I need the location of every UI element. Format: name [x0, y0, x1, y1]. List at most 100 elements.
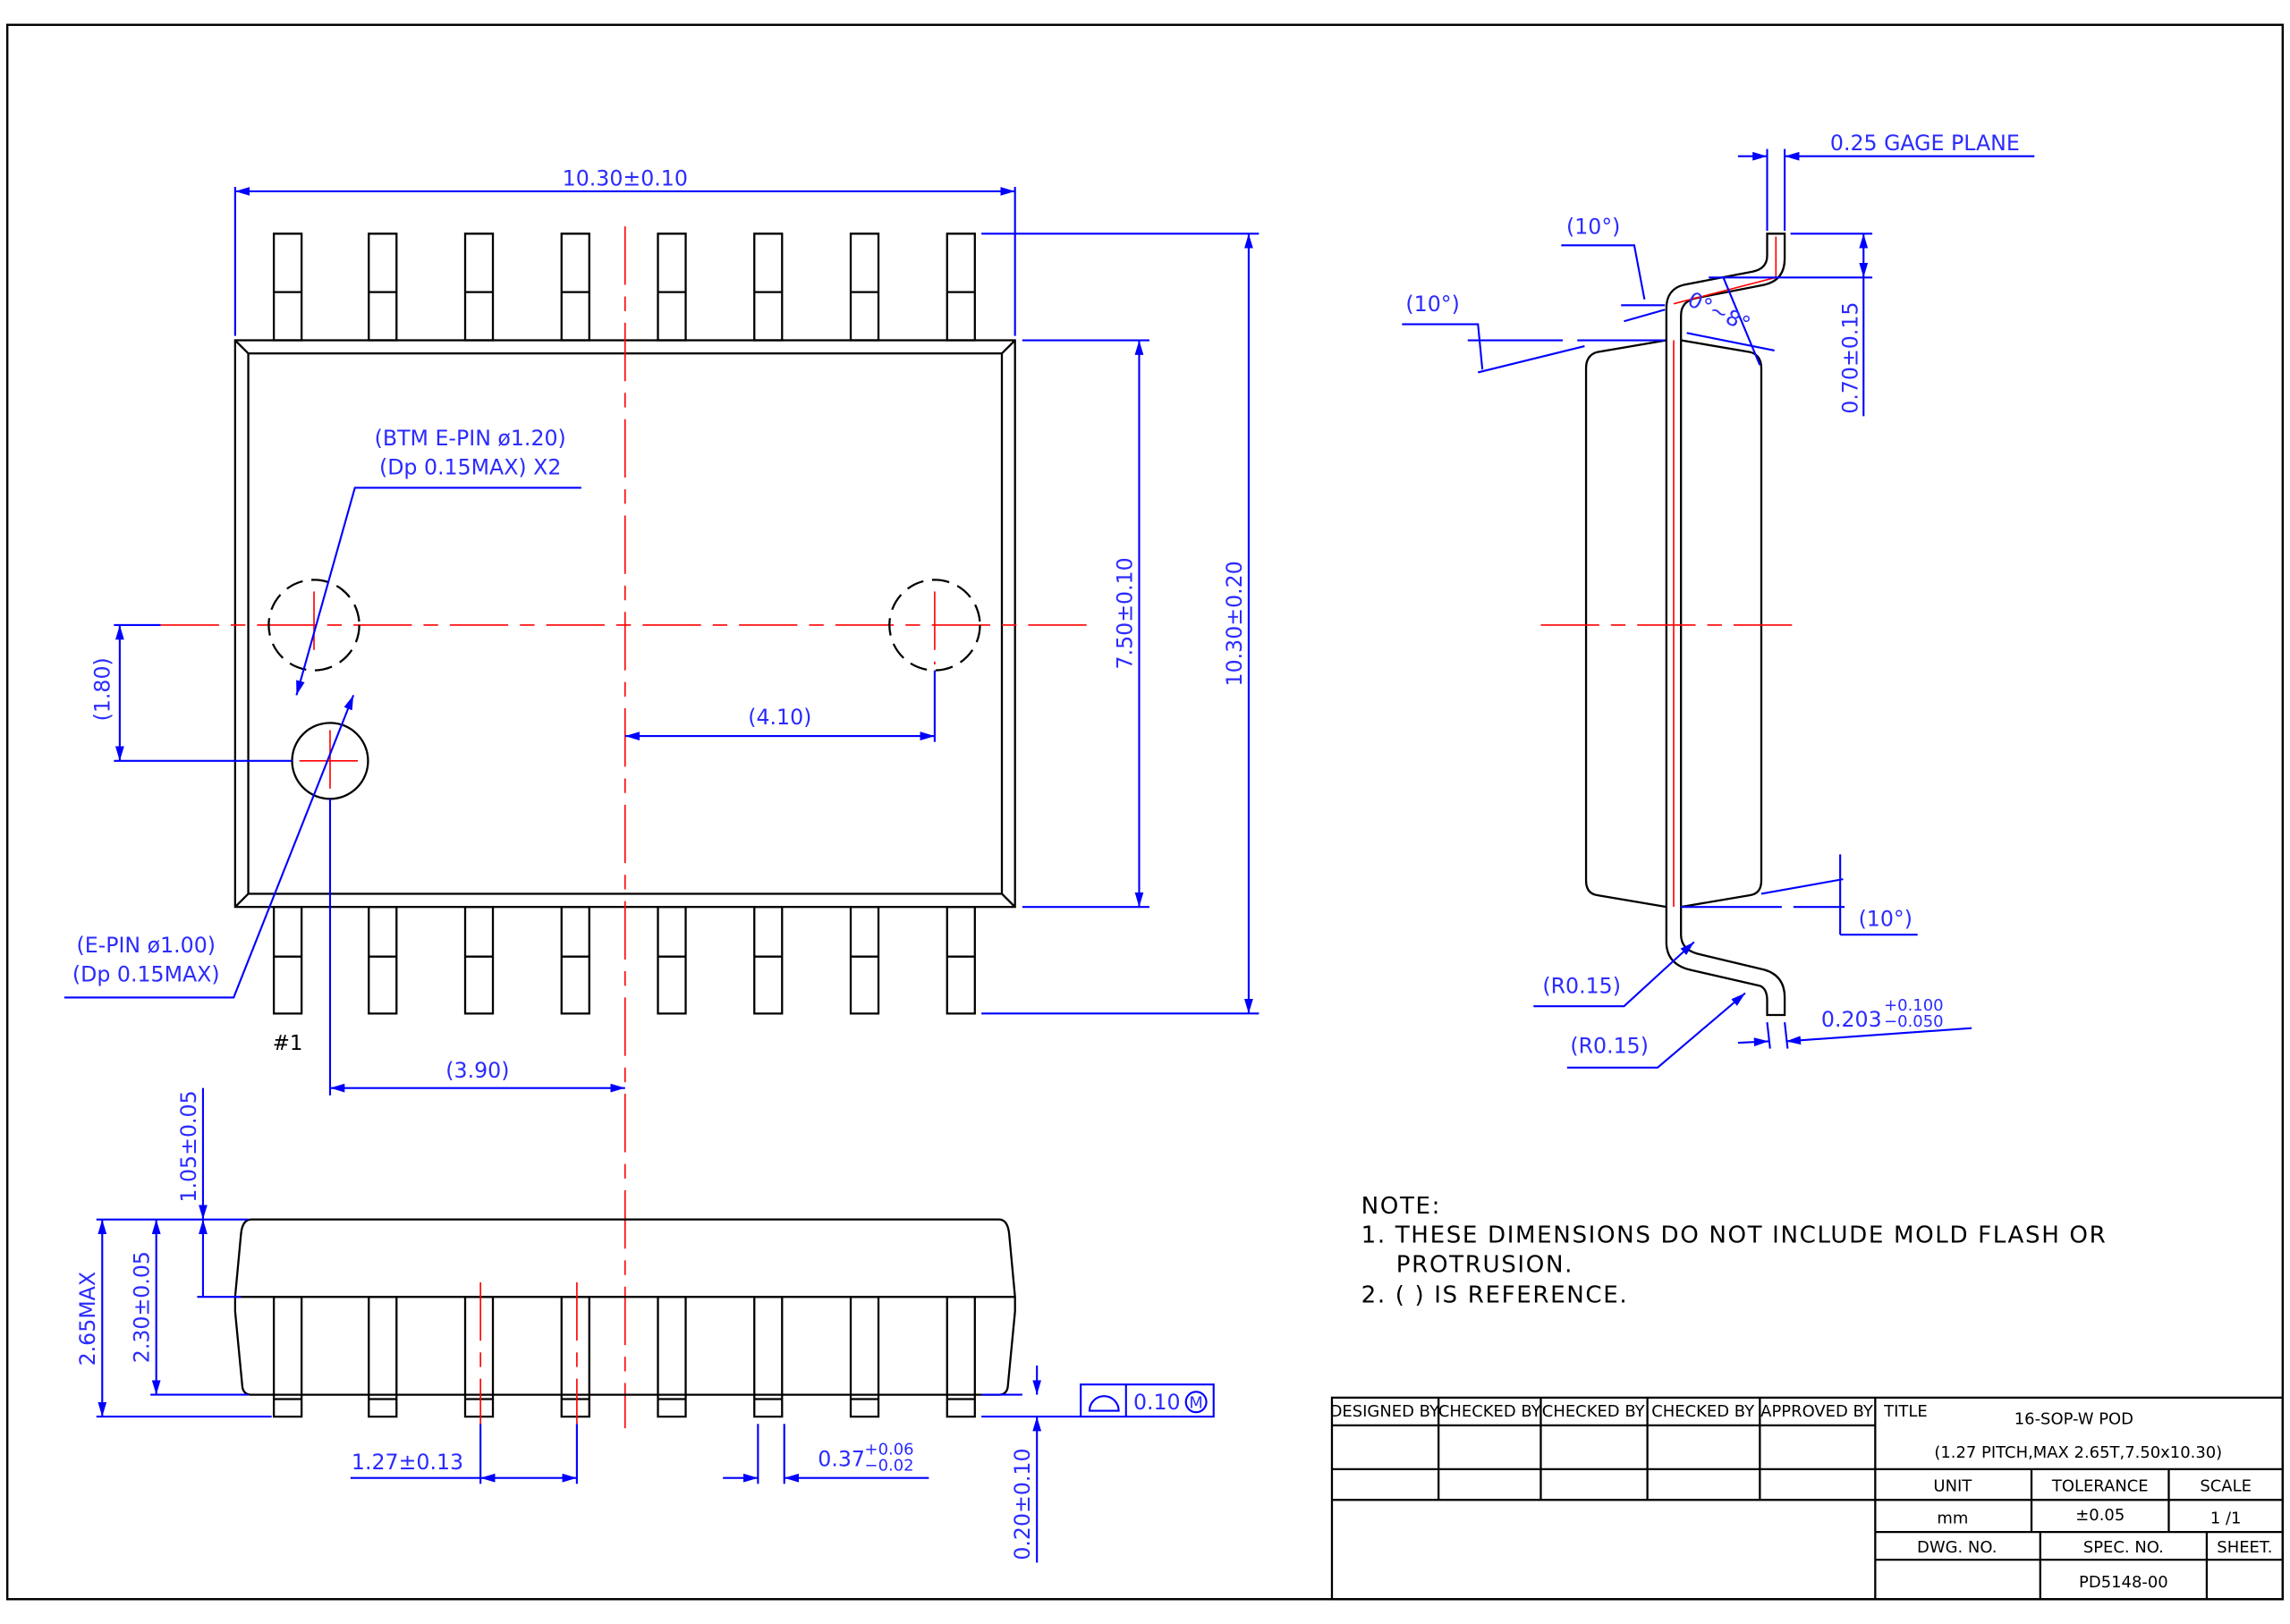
- lead-thickness-tol-plus: +0.100: [1884, 996, 1943, 1015]
- note-1: 1. THESE DIMENSIONS DO NOT INCLUDE MOLD …: [1361, 1222, 2108, 1249]
- angle-top-dim: (10°): [1566, 214, 1620, 239]
- offset-x-left-dim: (3.90): [445, 1058, 509, 1083]
- bottom-lead-7: [849, 906, 880, 1015]
- epin-leader: [64, 694, 355, 999]
- spec-no-value: PD5148-00: [2079, 1573, 2168, 1592]
- bottom-lead-1: [272, 906, 303, 1015]
- top-lead-16: [272, 233, 303, 342]
- angle-left-dim: (10°): [1405, 292, 1459, 317]
- foot-angle-lines: [1686, 276, 1775, 366]
- foot-length-extensions: [1709, 233, 1873, 279]
- top-view: 10.30±0.10 7.50±0.10 10.30±0.20 (1.80) (…: [64, 165, 1260, 1429]
- note-2: 2. ( ) IS REFERENCE.: [1361, 1282, 1629, 1309]
- lead-width-tol-minus: −0.02: [865, 1457, 914, 1476]
- tolerance-label: TOLERANCE: [2051, 1476, 2149, 1495]
- body-width-dim: 7.50±0.10: [1112, 557, 1137, 669]
- overall-length-dim: 10.30±0.20: [1222, 561, 1247, 686]
- lead-outline: [1665, 233, 1786, 1017]
- angle-left-leader: [1402, 323, 1666, 374]
- bottom-lead-3: [463, 906, 495, 1015]
- upper-height-dim: 1.05±0.05: [176, 1090, 201, 1202]
- epin-label: (E-PIN ø1.00): [77, 933, 216, 958]
- top-lead-10: [849, 233, 880, 342]
- bottom-lead-4: [560, 906, 590, 1015]
- sheet-label: SHEET.: [2217, 1538, 2272, 1557]
- pitch-extensions: [479, 1424, 578, 1484]
- title-block: DESIGNED BY CHECKED BY CHECKED BY CHECKE…: [1330, 1396, 2284, 1601]
- notes-heading: NOTE:: [1361, 1193, 1441, 1220]
- unit-label: UNIT: [1933, 1476, 1972, 1495]
- btm-epin-leader: [295, 486, 581, 696]
- lead-thickness-dim: 0.203: [1821, 1007, 1882, 1032]
- btm-epin-right: [888, 579, 981, 672]
- signoff-checked-by-3: CHECKED BY: [1651, 1402, 1754, 1421]
- radius-2-leader: [1566, 992, 1746, 1069]
- sheet-border: [5, 23, 2285, 1601]
- top-lead-9: [946, 233, 976, 342]
- epin-crosshair: [299, 730, 361, 789]
- signoff-checked-by-2: CHECKED BY: [1542, 1402, 1645, 1421]
- btm-epin-label: (BTM E-PIN ø1.20): [375, 426, 566, 451]
- top-lead-14: [463, 233, 495, 342]
- max-height-extensions: [96, 1218, 272, 1418]
- unit-value: mm: [1937, 1509, 1968, 1527]
- front-lead-5: [657, 1296, 687, 1418]
- gage-plane-label: 0.25 GAGE PLANE: [1830, 131, 2020, 156]
- foot-length-dim: 0.70±0.15: [1838, 302, 1863, 414]
- front-lead-2: [368, 1296, 398, 1418]
- angle-bottom-leader: [1681, 854, 1918, 936]
- notes: NOTE: 1. THESE DIMENSIONS DO NOT INCLUDE…: [1361, 1193, 2108, 1309]
- top-lead-15: [368, 233, 398, 342]
- front-view: 2.65MAX 2.30±0.05 1.05±0.05 1.27±0.13 0.…: [75, 1087, 1215, 1563]
- note-1-continued: PROTRUSION.: [1396, 1251, 1573, 1278]
- radius-1-dim: (R0.15): [1542, 974, 1621, 999]
- offset-y-extension-lines: [114, 623, 293, 762]
- standoff-extensions: [981, 1393, 1081, 1418]
- radius-2-dim: (R0.15): [1570, 1033, 1649, 1058]
- btm-epin-depth: (Dp 0.15MAX) X2: [379, 455, 561, 480]
- standoff-dim: 0.20±0.10: [1010, 1448, 1035, 1560]
- front-lead-6: [753, 1296, 784, 1418]
- signoff-checked-by-1: CHECKED BY: [1438, 1402, 1541, 1421]
- lead-thickness-arrow-left: [1737, 1037, 1769, 1047]
- dwg-no-label: DWG. NO.: [1917, 1538, 1997, 1557]
- gage-extensions: [1766, 148, 1786, 232]
- signoff-approved-by: APPROVED BY: [1760, 1402, 1873, 1421]
- pitch-centerlines: [479, 1281, 578, 1425]
- lead-thickness-arrow-right: [1785, 1027, 1972, 1045]
- lead-width-extensions: [757, 1424, 785, 1484]
- bottom-lead-2: [368, 906, 398, 1015]
- pitch-dim: 1.27±0.13: [352, 1450, 463, 1475]
- top-lead-13: [560, 233, 590, 342]
- bottom-lead-8: [946, 906, 976, 1015]
- bottom-lead-6: [753, 906, 784, 1015]
- profile-surface-icon: [1088, 1395, 1120, 1412]
- side-view: 0.25 GAGE PLANE 0.70±0.15 (10°) (10°) 0°…: [1402, 131, 2035, 1069]
- signoff-designed-by: DESIGNED BY: [1330, 1402, 1439, 1421]
- top-lead-12: [657, 233, 687, 342]
- lead-width-dim: 0.37: [818, 1447, 865, 1472]
- front-lead-3: [463, 1296, 495, 1418]
- drawing-subtitle: (1.27 PITCH,MAX 2.65T,7.50x10.30): [1934, 1443, 2222, 1462]
- offset-x-right-dim: (4.10): [748, 705, 811, 730]
- tolerance-value: ±0.05: [2075, 1506, 2125, 1525]
- front-lead-1: [272, 1296, 303, 1418]
- drawing-title: 16-SOP-W POD: [2014, 1409, 2133, 1428]
- angle-top-leader: [1561, 244, 1666, 323]
- max-height-dim: 2.65MAX: [75, 1272, 100, 1366]
- flatness-value: 0.10: [1133, 1390, 1181, 1415]
- pin1-label: #1: [273, 1032, 303, 1055]
- title-label: TITLE: [1883, 1402, 1928, 1421]
- flatness-modifier: M: [1189, 1393, 1202, 1412]
- mmc-circle: [1184, 1391, 1208, 1414]
- overall-length-extension-lines: [981, 233, 1260, 1015]
- lead-width-tol-plus: +0.06: [865, 1441, 914, 1459]
- radius-1-leader: [1533, 941, 1695, 1008]
- flatness-control-frame: 0.10 M: [1080, 1383, 1215, 1418]
- lead-thickness-extensions: [1766, 1022, 1789, 1049]
- offset-y-dim: (1.80): [89, 657, 114, 721]
- overall-width-dim: 10.30±0.10: [563, 165, 688, 190]
- front-pins: [272, 1296, 976, 1418]
- body-width-extension-lines: [1022, 339, 1149, 909]
